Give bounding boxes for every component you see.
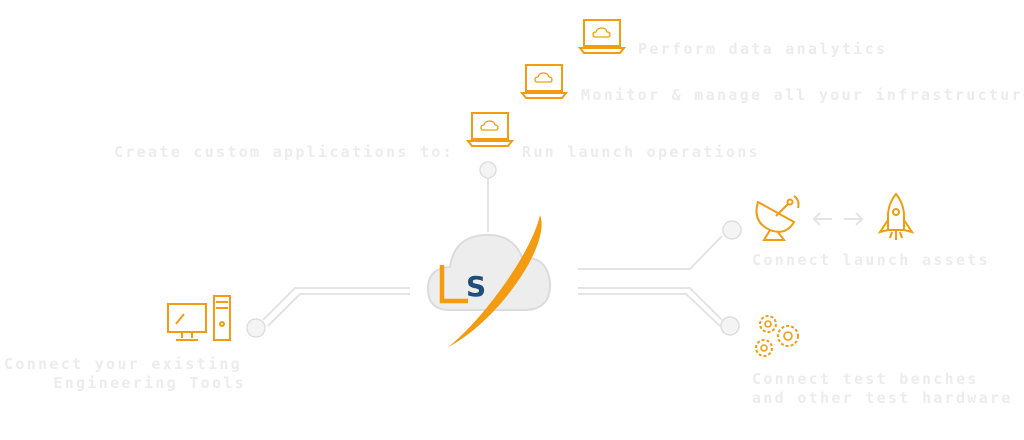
connector-node-top bbox=[479, 161, 497, 179]
launch-assets-label: Connect launch assets bbox=[752, 251, 990, 269]
engineering-tools-label-line2: Engineering Tools bbox=[53, 374, 246, 392]
central-cloud-logo: S bbox=[426, 215, 552, 347]
app-label-infrastructure: Monitor & manage all your infrastructure bbox=[581, 86, 1024, 104]
create-apps-intro: Create custom applications to: bbox=[114, 143, 454, 161]
connector-node-engineering-tools bbox=[246, 318, 266, 338]
connector-launch-assets bbox=[578, 235, 723, 270]
desktop-computer-icon bbox=[167, 295, 231, 341]
bidirectional-arrow-icon bbox=[812, 212, 864, 226]
app-label-launch-operations: Run launch operations bbox=[522, 143, 760, 161]
laptop-cloud-icon bbox=[520, 64, 568, 99]
satellite-dish-icon bbox=[755, 195, 800, 241]
gears-icon bbox=[755, 315, 799, 357]
logo-l-mark bbox=[439, 265, 468, 304]
laptop-cloud-icon bbox=[466, 112, 514, 147]
app-label-data-analytics: Perform data analytics bbox=[638, 40, 888, 58]
connector-test-hardware-a bbox=[578, 287, 723, 321]
test-hardware-label-line2: and other test hardware bbox=[752, 389, 1013, 407]
test-hardware-label-line1: Connect test benches bbox=[752, 370, 979, 388]
engineering-tools-label-line1: Connect your existing bbox=[4, 355, 242, 373]
connector-node-test-hardware bbox=[720, 316, 740, 336]
connector-node-launch-assets bbox=[722, 220, 742, 240]
connector-test-hardware-b bbox=[578, 293, 721, 327]
connector-engineering-tools-b bbox=[267, 293, 410, 327]
rocket-icon bbox=[877, 192, 915, 240]
cloud-shape bbox=[426, 233, 552, 311]
connector-engineering-tools-a bbox=[262, 287, 410, 321]
logo-s-mark: S bbox=[466, 270, 486, 303]
laptop-cloud-icon bbox=[578, 19, 626, 54]
